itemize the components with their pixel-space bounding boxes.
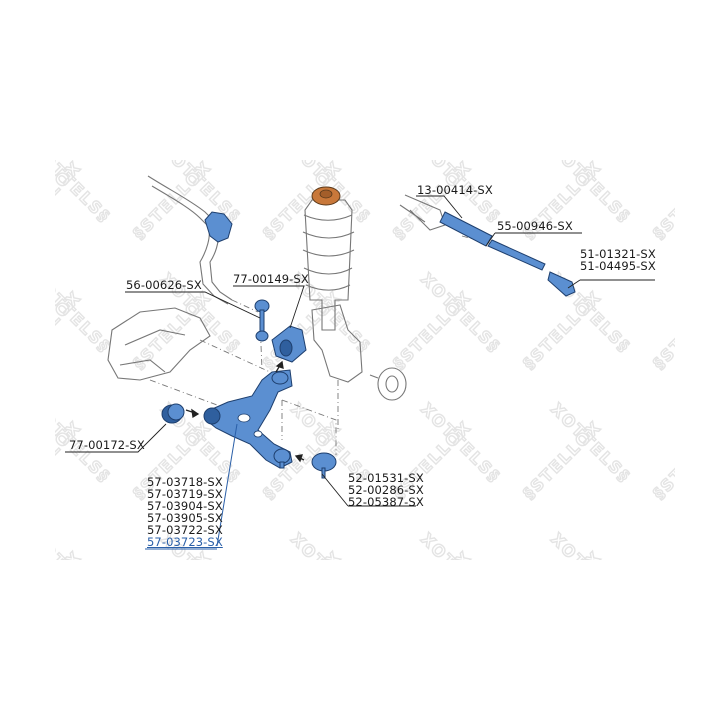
part-label-arm-bushing-rear[interactable]: 77-00149-SX <box>233 272 309 286</box>
part-label-group-control-arm: 57-03718-SX 57-03719-SX 57-03904-SX 57-0… <box>147 476 223 548</box>
part-label-rack-boot[interactable]: 13-00414-SX <box>417 183 493 197</box>
part-label-control-arm-3[interactable]: 57-03904-SX <box>147 499 223 513</box>
part-label-control-arm-4[interactable]: 57-03905-SX <box>147 511 223 525</box>
part-label-control-arm-5[interactable]: 57-03722-SX <box>147 523 223 537</box>
part-label-tie-rod[interactable]: 55-00946-SX <box>497 219 573 233</box>
part-label-stabilizer-link[interactable]: 56-00626-SX <box>126 278 202 292</box>
part-label-control-arm-2[interactable]: 57-03719-SX <box>147 487 223 501</box>
part-label-control-arm-selected[interactable]: 57-03723-SX <box>147 535 223 549</box>
part-label-ball-joint-3[interactable]: 52-05387-SX <box>348 495 424 509</box>
part-label-group-ball-joint: 52-01531-SX 52-00286-SX 52-05387-SX <box>348 472 424 508</box>
part-label-ball-joint-2[interactable]: 52-00286-SX <box>348 483 424 497</box>
part-label-control-arm-1[interactable]: 57-03718-SX <box>147 475 223 489</box>
part-label-tie-rod-end-2[interactable]: 51-04495-SX <box>580 259 656 273</box>
part-label-group-tie-rod-end: 51-01321-SX 51-04495-SX <box>580 248 656 272</box>
part-label-ball-joint-1[interactable]: 52-01531-SX <box>348 471 424 485</box>
part-label-tie-rod-end-1[interactable]: 51-01321-SX <box>580 247 656 261</box>
part-label-arm-bushing-front[interactable]: 77-00172-SX <box>69 438 145 452</box>
